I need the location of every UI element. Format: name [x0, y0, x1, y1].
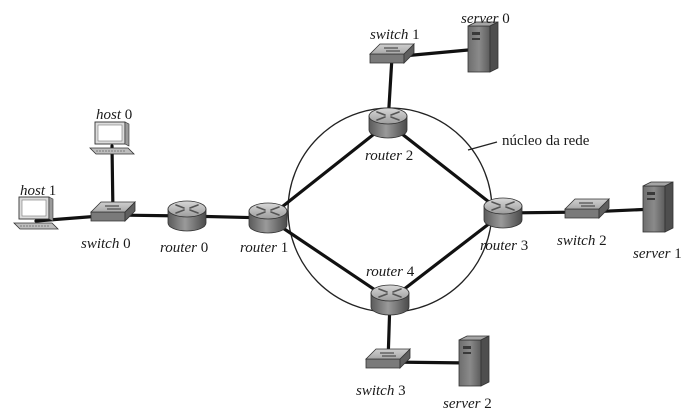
server-1-label: server 1 [633, 246, 682, 262]
node-number: 2 [481, 396, 492, 410]
server-0-icon [467, 21, 499, 73]
node-name: server [633, 246, 671, 262]
switch-1-label: switch 1 [370, 27, 420, 43]
node-name: switch [81, 236, 119, 252]
node-number: 2 [402, 148, 413, 164]
host-1-icon [13, 196, 59, 230]
node-number: 3 [394, 383, 405, 399]
router-1-icon [248, 202, 288, 234]
node-number: 0 [121, 107, 132, 123]
router-3-icon [483, 197, 523, 229]
node-number: 2 [595, 233, 606, 249]
host-0-icon [89, 121, 135, 155]
link-router1-router2 [266, 121, 390, 220]
router-0-label: router 0 [160, 240, 208, 256]
server-0-label: server 0 [461, 11, 510, 27]
node-number: 0 [499, 11, 510, 27]
node-name: router [480, 238, 517, 254]
node-name: router [240, 240, 277, 256]
node-number: 4 [403, 264, 415, 280]
node-name: server [461, 11, 499, 27]
switch-0-icon [90, 201, 136, 222]
link-router1-router4 [266, 216, 392, 302]
router-0-icon [167, 200, 207, 232]
host-1-label: host 1 [20, 183, 56, 199]
switch-2-icon [564, 198, 610, 219]
switch-2-label: switch 2 [557, 233, 607, 249]
node-name: host [96, 107, 122, 123]
link-router4-router3 [388, 211, 505, 302]
node-number: 1 [408, 27, 419, 43]
node-name: router [160, 240, 197, 256]
server-2-label: server 2 [443, 396, 492, 410]
core-label: núcleo da rede [502, 133, 590, 149]
node-number: 1 [277, 240, 288, 256]
host-0-label: host 0 [96, 107, 132, 123]
node-number: 0 [119, 236, 130, 252]
node-name: switch [370, 27, 408, 43]
node-number: 1 [671, 246, 682, 262]
node-name: switch [557, 233, 595, 249]
server-1-icon [642, 181, 674, 233]
node-number: 3 [517, 238, 528, 254]
node-number: 1 [45, 183, 56, 199]
node-name: host [20, 183, 46, 199]
switch-3-label: switch 3 [356, 383, 406, 399]
router-3-label: router 3 [480, 238, 528, 254]
node-number: 0 [197, 240, 208, 256]
server-2-icon [458, 335, 490, 387]
router-1-label: router 1 [240, 240, 288, 256]
router-2-icon [368, 107, 408, 139]
node-name: router [365, 148, 402, 164]
switch-3-icon [365, 348, 411, 369]
router-2-label: router 2 [365, 148, 413, 164]
router-4-label: router 4 [366, 264, 415, 280]
link-router2-router3 [386, 121, 505, 215]
network-core-circle [287, 107, 493, 313]
switch-0-label: switch 0 [81, 236, 131, 252]
switch-1-icon [369, 43, 415, 64]
router-4-icon [370, 284, 410, 316]
node-name: router [366, 264, 403, 280]
core-label-pointer [467, 141, 498, 151]
node-name: switch [356, 383, 394, 399]
node-name: server [443, 396, 481, 410]
